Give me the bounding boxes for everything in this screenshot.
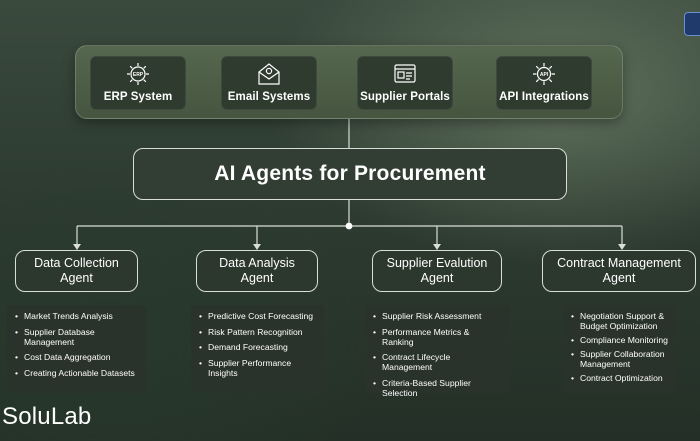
source-label: ERP System (103, 91, 173, 103)
arrowhead-data-collection (73, 244, 81, 250)
source-label: Supplier Portals (360, 91, 450, 103)
source-card-api: API API Integrations (496, 56, 592, 110)
main-title: AI Agents for Procurement (214, 162, 486, 185)
agent-name: Data Analysis Agent (219, 256, 295, 285)
list-item: Cost Data Aggregation (15, 352, 138, 362)
list-item: Performance Metrics & Ranking (373, 327, 502, 347)
task-list-data-collection: Market Trends Analysis Supplier Database… (7, 305, 146, 393)
agent-box-supplier-evaluation: Supplier Evalution Agent (372, 250, 502, 292)
list-item: Risk Pattern Recognition (199, 327, 316, 337)
source-label: API Integrations (499, 91, 589, 103)
source-card-supplier-portals: Supplier Portals (357, 56, 453, 110)
list-item: Supplier Risk Assessment (373, 311, 502, 321)
agent-box-data-collection: Data Collection Agent (15, 250, 138, 292)
list-item: Compliance Monitoring (571, 335, 668, 345)
arrowhead-data-analysis (253, 244, 261, 250)
list-item: Contract Lifecycle Management (373, 352, 502, 372)
svg-text:ERP: ERP (133, 72, 144, 78)
erp-gear-icon: ERP (127, 63, 149, 85)
list-item: Market Trends Analysis (15, 311, 138, 321)
junction-dot (345, 222, 353, 230)
source-label: Email Systems (227, 91, 311, 103)
supplier-portal-icon (394, 64, 416, 83)
arrowhead-supplier-evaluation (433, 244, 441, 250)
brand-logo: SoluLab (2, 403, 92, 430)
source-card-email: Email Systems (221, 56, 317, 110)
agent-box-data-analysis: Data Analysis Agent (196, 250, 318, 292)
task-list-contract-management: Negotiation Support & Budget Optimizatio… (563, 305, 676, 393)
list-item: Contract Optimization (571, 373, 668, 383)
list-item: Supplier Performance Insights (199, 358, 316, 378)
agent-box-contract-management: Contract Management Agent (542, 250, 696, 292)
svg-text:API: API (540, 72, 549, 78)
api-gear-icon: API (533, 63, 555, 85)
list-item: Supplier Collaboration Management (571, 349, 668, 369)
list-item: Creating Actionable Datasets (15, 368, 138, 378)
task-list-data-analysis: Predictive Cost Forecasting Risk Pattern… (191, 305, 324, 393)
agent-name: Data Collection Agent (34, 256, 119, 285)
agent-name: Supplier Evalution Agent (386, 256, 488, 285)
task-list-supplier-evaluation: Supplier Risk Assessment Performance Met… (365, 305, 510, 398)
email-envelope-icon (258, 63, 280, 85)
corner-badge-icon (684, 12, 700, 36)
list-item: Supplier Database Management (15, 327, 138, 347)
source-card-erp: ERP ERP System (90, 56, 186, 110)
list-item: Demand Forecasting (199, 342, 316, 352)
agent-name: Contract Management Agent (557, 256, 681, 285)
arrowhead-contract-management (618, 244, 626, 250)
list-item: Negotiation Support & Budget Optimizatio… (571, 311, 668, 331)
main-title-box: AI Agents for Procurement (133, 148, 567, 200)
list-item: Criteria-Based Supplier Selection (373, 378, 502, 398)
list-item: Predictive Cost Forecasting (199, 311, 316, 321)
